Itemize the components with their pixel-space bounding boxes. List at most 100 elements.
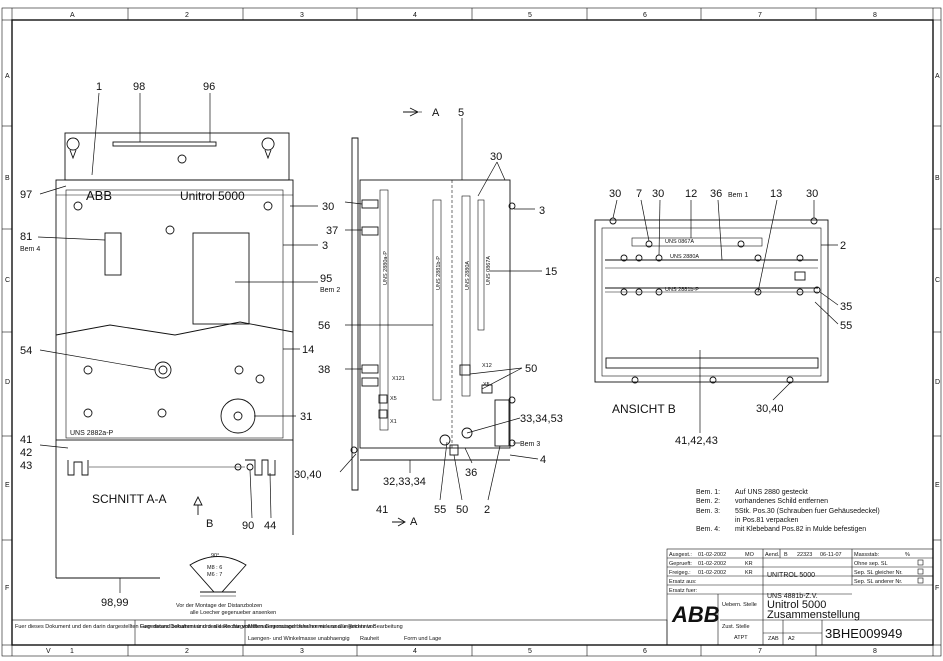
zone-label-top: 6 [643, 12, 647, 19]
callout-90: 90 [242, 520, 254, 532]
callout-5: 5 [458, 107, 464, 119]
brand-label: ABB [86, 188, 112, 203]
note-text: 5Stk. Pos.30 (Schrauben fuer Gehäusedeck… [735, 508, 880, 515]
section-title: SCHNITT A-A [92, 492, 166, 506]
comb-right [245, 459, 276, 476]
callout-32-33-34: 32,33,34 [383, 476, 426, 488]
tb-zust-value: ATPT [734, 635, 748, 641]
side-view: A UNS 2880a-P UNS 2881b-P UNS 2880A UNS … [294, 107, 563, 528]
board-uns2880A [461, 195, 471, 397]
callout-30: 30 [490, 151, 502, 163]
zone-label-left: A [5, 73, 10, 80]
view-arrow-label: B [206, 518, 213, 530]
note-id: Bem. 4: [696, 526, 720, 533]
callout-81: 81 [20, 231, 32, 243]
washer-note-1: Vor der Montage der Distanzbolzen [176, 603, 262, 609]
callout-41-42-43: 41,42,43 [675, 435, 718, 447]
pocket-81 [104, 232, 122, 276]
callout-13: 13 [770, 188, 782, 200]
zone-label-bottom: 6 [643, 648, 647, 655]
callout-31: 31 [300, 411, 312, 423]
washer-m6: M6 : 7 [207, 572, 222, 578]
callout-33-34-53: 33,34,53 [520, 413, 563, 425]
tb-doc-type: ZAB [768, 636, 779, 642]
legend-b: Rauheit [360, 636, 379, 642]
tb-subtitle-code: UNS 4881b-Z.V. [767, 593, 818, 600]
zone-label-left: D [5, 379, 10, 386]
tb-row-date: 01-02-2002 [698, 561, 726, 567]
zone-label-top: 5 [528, 12, 532, 19]
callout-4: 4 [540, 454, 546, 466]
legend-a: Laengen- und Winkelmasse unabhaengig [248, 636, 350, 642]
top-view: UNS 0867A UNS 2880A UNS 2881b-P ANSICHT … [594, 188, 852, 447]
washer-detail: 90° M8 : 6 M6 : 7 Vor der Montage der Di… [176, 553, 276, 616]
zone-label-left: F [5, 585, 9, 592]
section-arrow-bottom [392, 517, 406, 527]
note-text: mit Klebeband Pos.82 in Mulde befestigen [735, 526, 866, 533]
mounting-strip [351, 137, 359, 491]
section-arrow-top [403, 107, 420, 117]
bottom-plate [605, 357, 819, 369]
tb-row-date: 01-02-2002 [698, 570, 726, 576]
tb-format: A2 [788, 636, 795, 642]
tb-zust-label: Zust. Stelle [722, 624, 750, 630]
board-label-1: UNS 2880a-P [383, 251, 389, 285]
note-id: Bem. 1: [696, 489, 720, 496]
tb-doc-number: 3BHE009949 [825, 626, 902, 641]
housing-top [594, 219, 829, 383]
label-plate-95 [192, 232, 250, 325]
callout-50: 50 [525, 363, 537, 375]
zone-label-bottom: 5 [528, 648, 532, 655]
tb-product: UNITROL 5000 [767, 572, 815, 579]
callout-41: 41 [376, 504, 388, 516]
screw-head [461, 427, 473, 439]
view-arrow-b [193, 495, 203, 515]
callout-55: 55 [840, 320, 852, 332]
callout-54: 54 [20, 345, 32, 357]
callout-37: 37 [326, 225, 338, 237]
callout-36: 36 [710, 188, 722, 200]
tb-aend-date: 06-11-07 [820, 552, 842, 558]
callout-96: 96 [203, 81, 215, 93]
zone-label-right: E [935, 482, 940, 489]
notes-block: Bem. 1: Auf UNS 2880 gesteckt Bem. 2: vo… [696, 489, 880, 533]
top-rail [112, 141, 217, 147]
zone-label-right: C [935, 277, 940, 284]
housing-front [55, 179, 294, 441]
sheet-border: A 2 3 4 5 6 7 8 V 1 2 3 4 5 6 7 8 A B C … [1, 7, 942, 657]
product-label: Unitrol 5000 [180, 189, 245, 203]
connector-x121: X121 [392, 376, 405, 382]
board-top-label-1: UNS 0867A [665, 239, 694, 245]
tb-massstab-value: % [905, 552, 910, 558]
note-text: vorhandenes Schild entfernen [735, 498, 828, 505]
callout-2: 2 [484, 504, 490, 516]
note-bem3: Bem 3 [520, 441, 540, 448]
washer-m8: M8 : 6 [207, 565, 222, 571]
tb-uebern-label: Uebern. Stelle [722, 602, 757, 608]
note-id: Bem. 3: [696, 508, 720, 515]
callout-14: 14 [302, 344, 314, 356]
board-label: UNS 2882a-P [70, 430, 114, 437]
callout-12: 12 [685, 188, 697, 200]
tb-row-label: Ersatz aus: [669, 579, 697, 585]
zone-label-left: C [5, 277, 10, 284]
zone-label-right: B [935, 175, 940, 182]
board-top-1 [631, 237, 763, 247]
connector-x12: X12 [482, 363, 492, 369]
tb-sep-option: Sep. SL gleicher Nr. [854, 570, 903, 576]
callout-55: 55 [434, 504, 446, 516]
section-label-bottom: A [410, 516, 418, 528]
zone-label-top: 2 [185, 12, 189, 19]
zone-label-left: E [5, 482, 10, 489]
mounting-bracket [64, 132, 290, 181]
zone-label-bottom: 2 [185, 648, 189, 655]
callout-43: 43 [20, 460, 32, 472]
callout-97: 97 [20, 189, 32, 201]
callout-42: 42 [20, 447, 32, 459]
callout-30c: 30 [806, 188, 818, 200]
zone-labels-bottom: V 1 2 3 4 5 6 7 8 [46, 648, 877, 655]
tb-subtitle-2: Zusammenstellung [767, 609, 860, 621]
callout-3: 3 [322, 240, 328, 252]
tb-row-name: KR [745, 570, 753, 576]
